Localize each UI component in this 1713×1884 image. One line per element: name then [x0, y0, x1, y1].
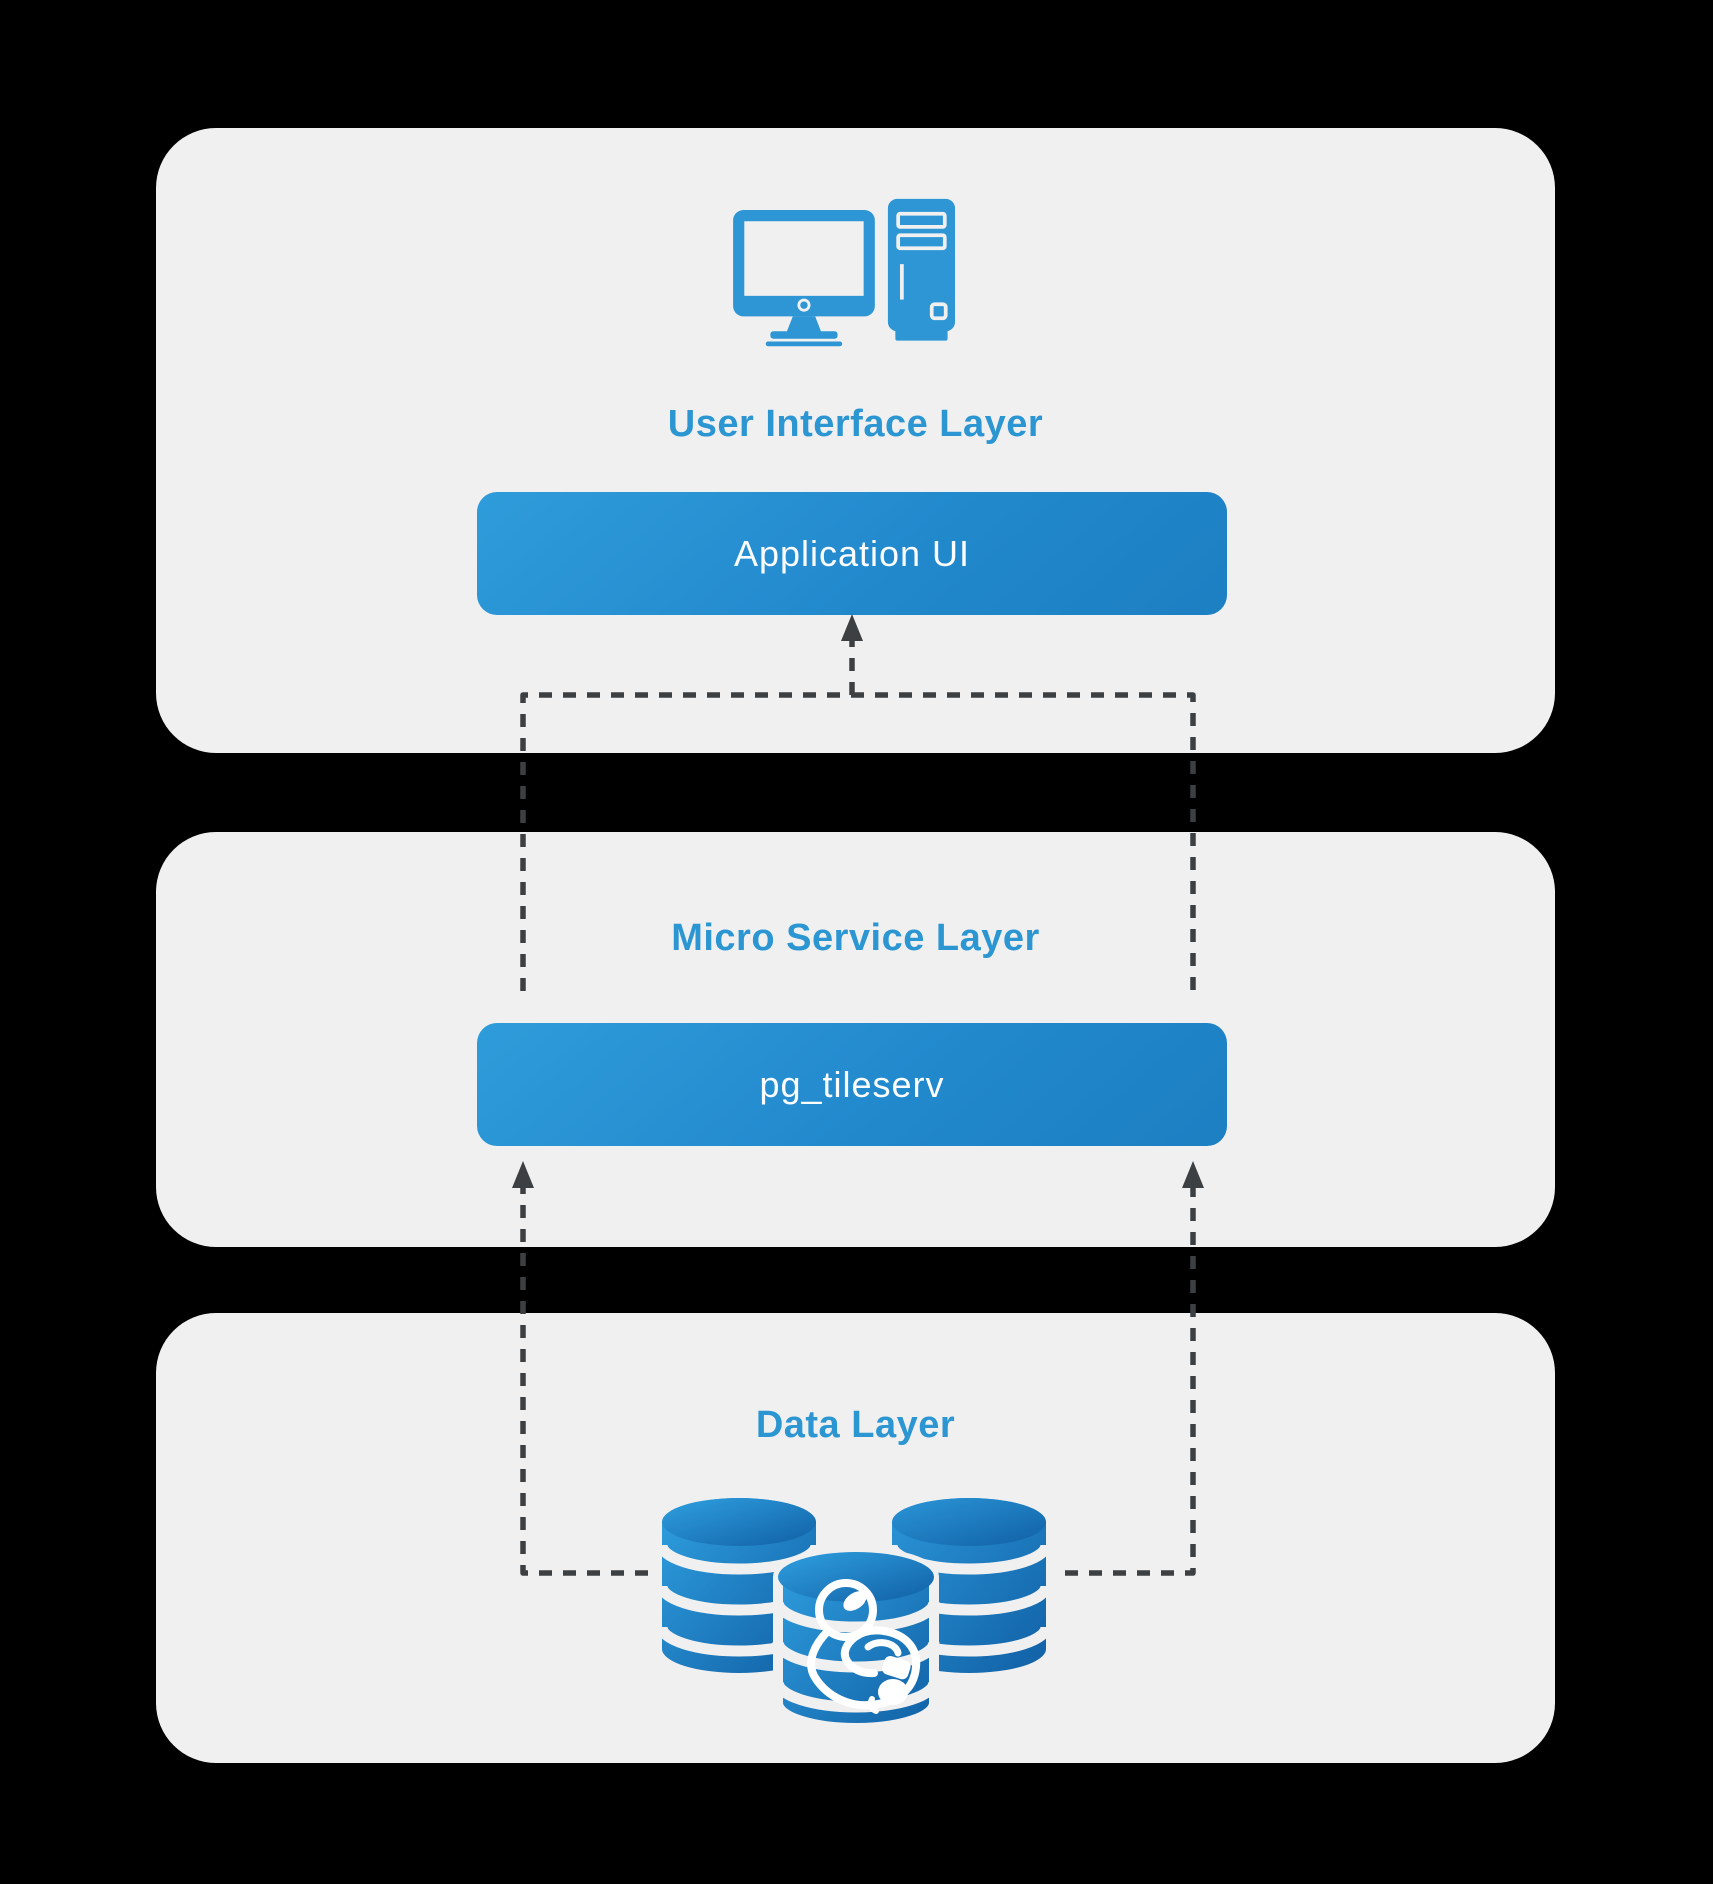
- node-application-ui-label: Application UI: [733, 532, 971, 574]
- layer-title-micro-service: Micro Service Layer: [671, 917, 1040, 959]
- node-pg-tileserv-label: pg_tileserv: [759, 1063, 945, 1105]
- layer-title-data: Data Layer: [755, 1404, 956, 1446]
- node-pg-tileserv: pg_tileserv: [477, 1023, 1227, 1146]
- database-cluster-icon: [656, 1498, 1052, 1733]
- desktop-computer-icon: [733, 198, 956, 347]
- node-application-ui: Application UI: [477, 492, 1227, 615]
- layer-title-user-interface: User Interface Layer: [667, 403, 1044, 445]
- database-icon-front: [772, 1547, 940, 1733]
- postgres-elephant-mark: [807, 1579, 921, 1714]
